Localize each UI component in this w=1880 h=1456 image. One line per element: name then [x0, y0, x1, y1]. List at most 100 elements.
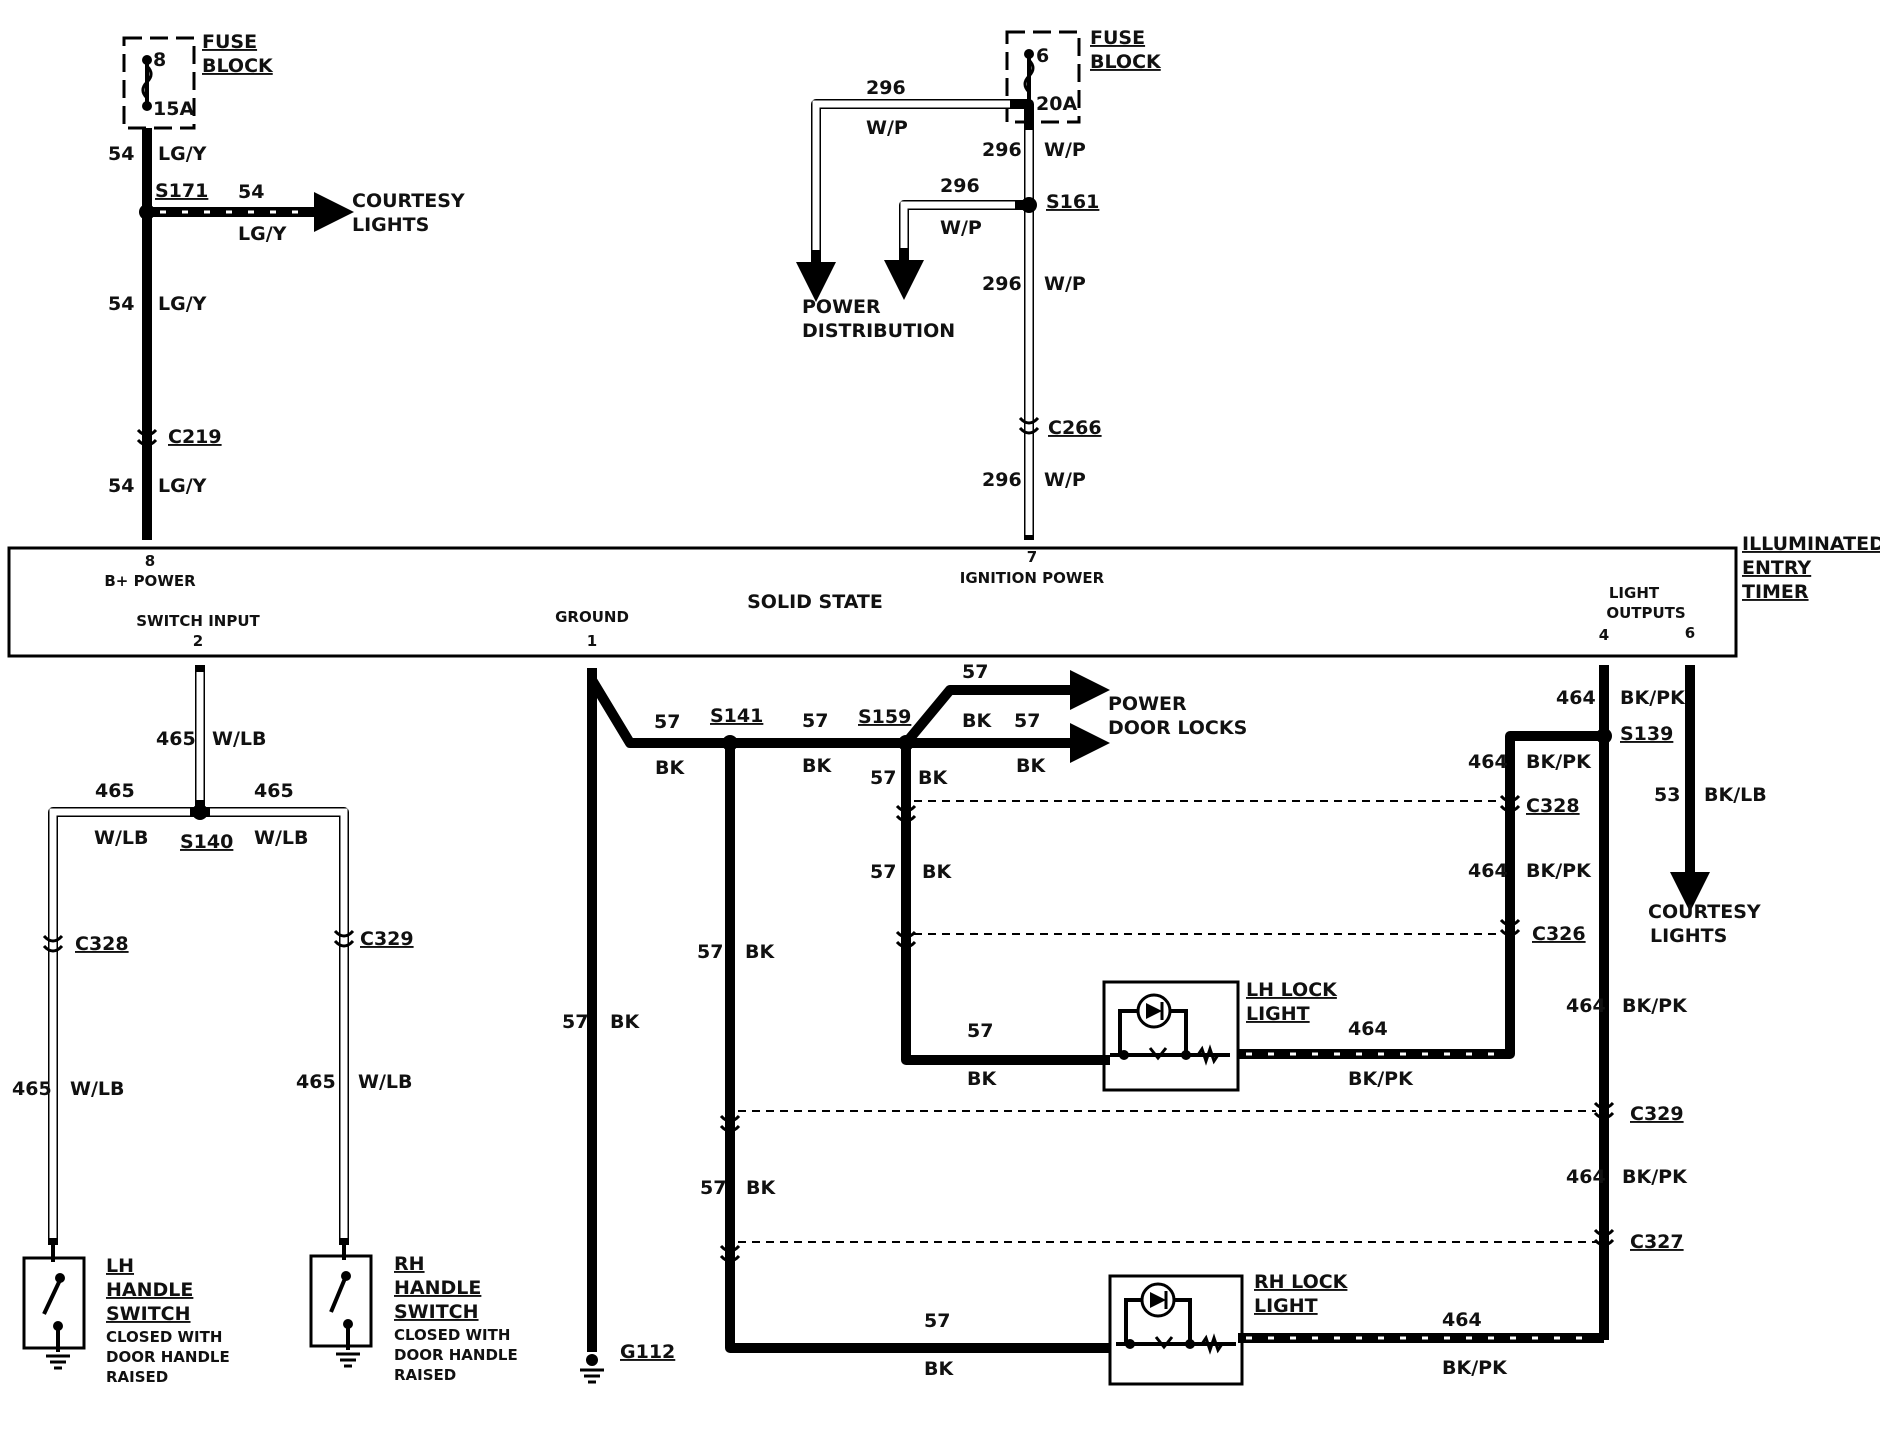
label-296: 296 [982, 139, 1022, 161]
pin-7-name: IGNITION POWER [960, 569, 1105, 587]
harness-dashed-lines [738, 800, 1596, 1243]
label-53: 53 [1654, 784, 1680, 806]
fuse-block-left: 8 15A FUSE BLOCK [122, 31, 274, 130]
circuit-54-wire [136, 128, 354, 540]
courtesy-lights-label: COURTESY [352, 190, 465, 212]
pin-2-number: 2 [193, 632, 203, 650]
pin-1-number: 1 [587, 632, 597, 650]
light-outputs-label: LIGHT [1609, 584, 1660, 602]
label-bk: BK [610, 1011, 640, 1033]
label-bkpk: BK/PK [1622, 1166, 1688, 1188]
label-lgy: LG/Y [158, 143, 207, 165]
circuit-57-ground-wire [578, 668, 1110, 1384]
switch-contact-icon [42, 1279, 62, 1315]
label-wp: W/P [1044, 469, 1086, 491]
label-wp: W/P [1044, 273, 1086, 295]
label-464: 464 [1348, 1018, 1388, 1040]
label-54: 54 [108, 475, 134, 497]
label-lgy: LG/Y [158, 475, 207, 497]
label-296: 296 [866, 77, 906, 99]
label-57: 57 [697, 941, 723, 963]
pin-8-number: 8 [145, 552, 155, 570]
lh-switch-note-3: RAISED [106, 1368, 168, 1386]
label-57: 57 [1014, 710, 1040, 732]
label-bk: BK [962, 710, 992, 732]
rh-lock-light-label-2: LIGHT [1254, 1295, 1318, 1317]
splice-s140-label: S140 [180, 831, 233, 853]
label-57: 57 [924, 1310, 950, 1332]
label-296: 296 [982, 273, 1022, 295]
label-465: 465 [12, 1078, 52, 1100]
connector-c326-label: C326 [1532, 923, 1586, 945]
label-bk: BK [967, 1068, 997, 1090]
label-57: 57 [962, 661, 988, 683]
fuse-right-title: FUSE [1090, 27, 1145, 49]
splice-s171-label: S171 [155, 180, 208, 202]
pin-4-number: 4 [1599, 626, 1609, 644]
splice-s141-label: S141 [710, 705, 763, 727]
power-distribution-label-2: DISTRIBUTION [802, 320, 955, 342]
light-outputs-label-2: OUTPUTS [1606, 604, 1685, 622]
fuse-right-number: 6 [1036, 45, 1049, 67]
rh-switch-note-3: RAISED [394, 1366, 456, 1384]
lh-switch-note-2: DOOR HANDLE [106, 1348, 230, 1366]
label-wlb: W/LB [94, 827, 149, 849]
label-464: 464 [1468, 860, 1508, 882]
fuse-left-title-2: BLOCK [202, 55, 274, 77]
rh-switch-label-3: SWITCH [394, 1301, 479, 1323]
label-464: 464 [1566, 1166, 1606, 1188]
label-wlb: W/LB [70, 1078, 125, 1100]
ground-g112-label: G112 [620, 1341, 675, 1363]
fuse-right-rating: 20A [1036, 93, 1077, 115]
label-bk: BK [924, 1358, 954, 1380]
label-wp: W/P [866, 117, 908, 139]
circuit-465-wire [42, 665, 355, 1245]
ground-icon [578, 1368, 606, 1384]
splice-s161-label: S161 [1046, 191, 1099, 213]
circuit-296-wire [796, 99, 1040, 540]
label-bklb: BK/LB [1704, 784, 1767, 806]
module-box [7, 546, 1738, 658]
pin-2-name: SWITCH INPUT [136, 612, 260, 630]
label-54: 54 [238, 181, 264, 203]
label-bkpk: BK/PK [1442, 1357, 1508, 1379]
lh-lock-light-label-2: LIGHT [1246, 1003, 1310, 1025]
label-bk: BK [655, 757, 685, 779]
rh-switch-label: RH [394, 1253, 425, 1275]
connector-c327-label: C327 [1630, 1231, 1684, 1253]
pin-8-name: B+ POWER [104, 572, 196, 590]
splice-s139-label: S139 [1620, 723, 1673, 745]
fuse-block-left-box [122, 36, 196, 130]
label-465: 465 [254, 780, 294, 802]
label-bkpk: BK/PK [1622, 995, 1688, 1017]
lh-lock-light-box [1102, 980, 1240, 1092]
label-465: 465 [156, 728, 196, 750]
illuminated-entry-timer-module: 8 B+ POWER 7 IGNITION POWER SOLID STATE … [7, 546, 1738, 658]
rh-handle-switch [309, 1245, 373, 1368]
label-wlb: W/LB [212, 728, 267, 750]
ground-icon [334, 1352, 362, 1368]
lh-switch-label: LH [106, 1255, 134, 1277]
label-bk: BK [745, 941, 775, 963]
rh-switch-note: CLOSED WITH [394, 1326, 510, 1344]
courtesy-lights-label-2: LIGHTS [352, 214, 429, 236]
label-464: 464 [1442, 1309, 1482, 1331]
label-lgy: LG/Y [158, 293, 207, 315]
splice-s139-dot [1596, 728, 1612, 744]
resistor-icon [1196, 1044, 1220, 1066]
label-296: 296 [940, 175, 980, 197]
connector-c266-label: C266 [1048, 417, 1102, 439]
label-lgy: LG/Y [238, 223, 287, 245]
label-bk: BK [802, 755, 832, 777]
label-54: 54 [108, 143, 134, 165]
label-57: 57 [870, 767, 896, 789]
label-bkpk: BK/PK [1526, 751, 1592, 773]
label-wlb: W/LB [358, 1071, 413, 1093]
label-465: 465 [296, 1071, 336, 1093]
label-bk: BK [918, 767, 948, 789]
connector-c328-right-label: C328 [1526, 795, 1580, 817]
label-57: 57 [562, 1011, 588, 1033]
label-57: 57 [967, 1020, 993, 1042]
label-wlb: W/LB [254, 827, 309, 849]
